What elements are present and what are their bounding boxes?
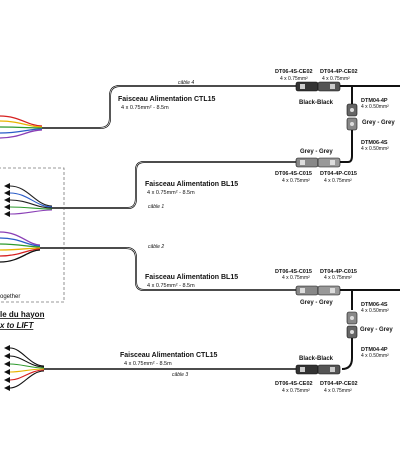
- left-fan-mid2: [0, 231, 41, 263]
- low-c015a-spec: 4 x 0.75mm²: [282, 275, 310, 281]
- mid-c015a-spec: 4 x 0.75mm²: [282, 178, 310, 184]
- cable-4-title: Faisceau Alimentation CTL15: [118, 96, 215, 103]
- left-label-hayon: le du hayon: [0, 310, 45, 319]
- top-vertical-connector: [346, 103, 358, 146]
- left-fan-bottom: [4, 345, 45, 391]
- low-dtm06-spec: 4 x 0.50mm²: [361, 308, 389, 314]
- top-ce02a-spec: 4 x 0.75mm²: [280, 76, 308, 82]
- low-grey-label: Grey - Grey: [360, 327, 393, 333]
- low-c015b-name: DT04-4P-C015: [320, 269, 357, 275]
- cable-4-spec: 4 x 0.75mm² - 8.5m: [121, 105, 169, 111]
- low-vertical-connector: [341, 311, 358, 370]
- low-dtm04-name: DTM04-4P: [361, 347, 388, 353]
- top-grey-label: Grey - Grey: [362, 120, 395, 126]
- cable-2-spec: 4 x 0.75mm² - 8.5m: [147, 283, 195, 289]
- low-dtm04-spec: 4 x 0.50mm²: [361, 353, 389, 359]
- top-dtm06-spec: 4 x 0.50mm²: [361, 146, 389, 152]
- left-label-lift: x to LIFT: [0, 321, 34, 330]
- mid-connector-pair: [295, 146, 353, 168]
- low-c015b-spec: 4 x 0.75mm²: [324, 275, 352, 281]
- cable-2-tag: câble 2: [148, 244, 164, 250]
- top-ce02b-spec: 4 x 0.75mm²: [322, 76, 350, 82]
- top-pair-label: Black-Black: [299, 100, 334, 106]
- cable-2-title: Faisceau Alimentation BL15: [145, 274, 238, 281]
- left-label-together: ogether: [0, 294, 20, 300]
- cable-1-line: [52, 161, 296, 209]
- top-dtm06-name: DTM06-4S: [361, 140, 388, 146]
- left-fan-top: [0, 115, 43, 139]
- mid-c015a-name: DT06-4S-C015: [275, 171, 312, 177]
- low-c015a-name: DT06-4S-C015: [275, 269, 312, 275]
- top-dtm04-spec: 4 x 0.50mm²: [361, 104, 389, 110]
- cable-1-title: Faisceau Alimentation BL15: [145, 181, 238, 188]
- grouping-box: [0, 167, 65, 303]
- top-ce02b-name: DT04-4P-CE02: [320, 69, 358, 75]
- top-dtm04-name: DTM04-4P: [361, 98, 388, 104]
- bot-connector-pair: [295, 364, 341, 375]
- bot-ce02b-name: DT04-4P-CE02: [320, 381, 358, 387]
- bot-ce02a-spec: 4 x 0.75mm²: [282, 388, 310, 394]
- cable-4-line: [42, 85, 296, 129]
- cable-3-tag: câble 3: [172, 372, 188, 378]
- low-pair-label: Grey - Grey: [300, 300, 333, 306]
- cable-1-spec: 4 x 0.75mm² - 8.5m: [147, 190, 195, 196]
- cable-2-line: [40, 247, 296, 291]
- mid-c015b-name: DT04-4P-C015: [320, 171, 357, 177]
- low-dtm06-name: DTM06-4S: [361, 302, 388, 308]
- top-ce02a-name: DT06-4S-CE02: [275, 69, 313, 75]
- top-connector-pair: [295, 81, 352, 92]
- cable-1-tag: câble 1: [148, 204, 164, 210]
- mid-c015b-spec: 4 x 0.75mm²: [324, 178, 352, 184]
- cable-4-tag: câble 4: [178, 80, 194, 86]
- bot-ce02a-name: DT06-4S-CE02: [275, 381, 313, 387]
- mid-grey-label: Grey - Grey: [300, 149, 333, 155]
- bot-ce02b-spec: 4 x 0.75mm²: [324, 388, 352, 394]
- cable-3-spec: 4 x 0.75mm² - 8.5m: [124, 361, 172, 367]
- left-fan-mid1: [4, 183, 53, 217]
- cable-3-title: Faisceau Alimentation CTL15: [120, 352, 217, 359]
- bot-pair-label: Black-Black: [299, 356, 334, 362]
- low-connector-pair: [295, 285, 400, 310]
